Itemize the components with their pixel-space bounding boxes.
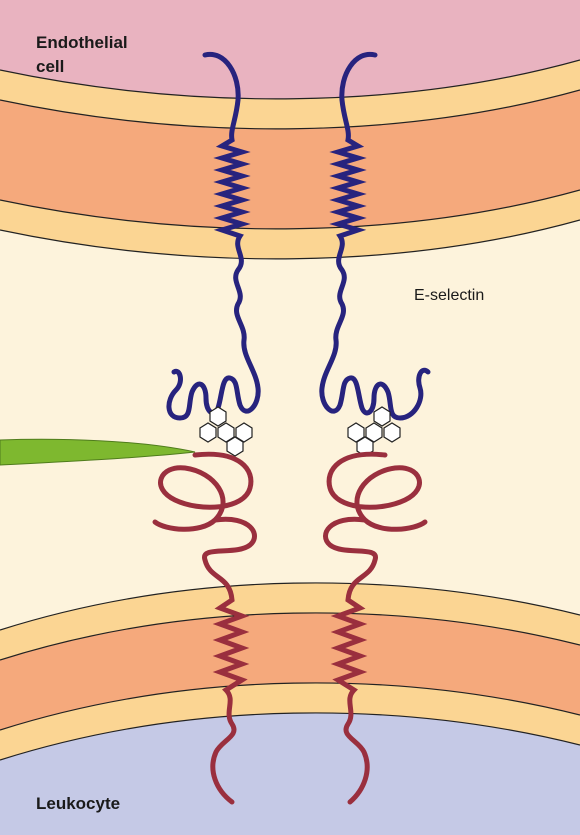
e-selectin-label: E-selectin [414,287,484,304]
endothelial-label: Endothelial [36,33,128,52]
green-stalk-icon [0,439,195,465]
hexagon-cluster-icon [200,407,252,456]
cell-label: cell [36,57,64,76]
leukocyte-label: Leukocyte [36,794,120,813]
